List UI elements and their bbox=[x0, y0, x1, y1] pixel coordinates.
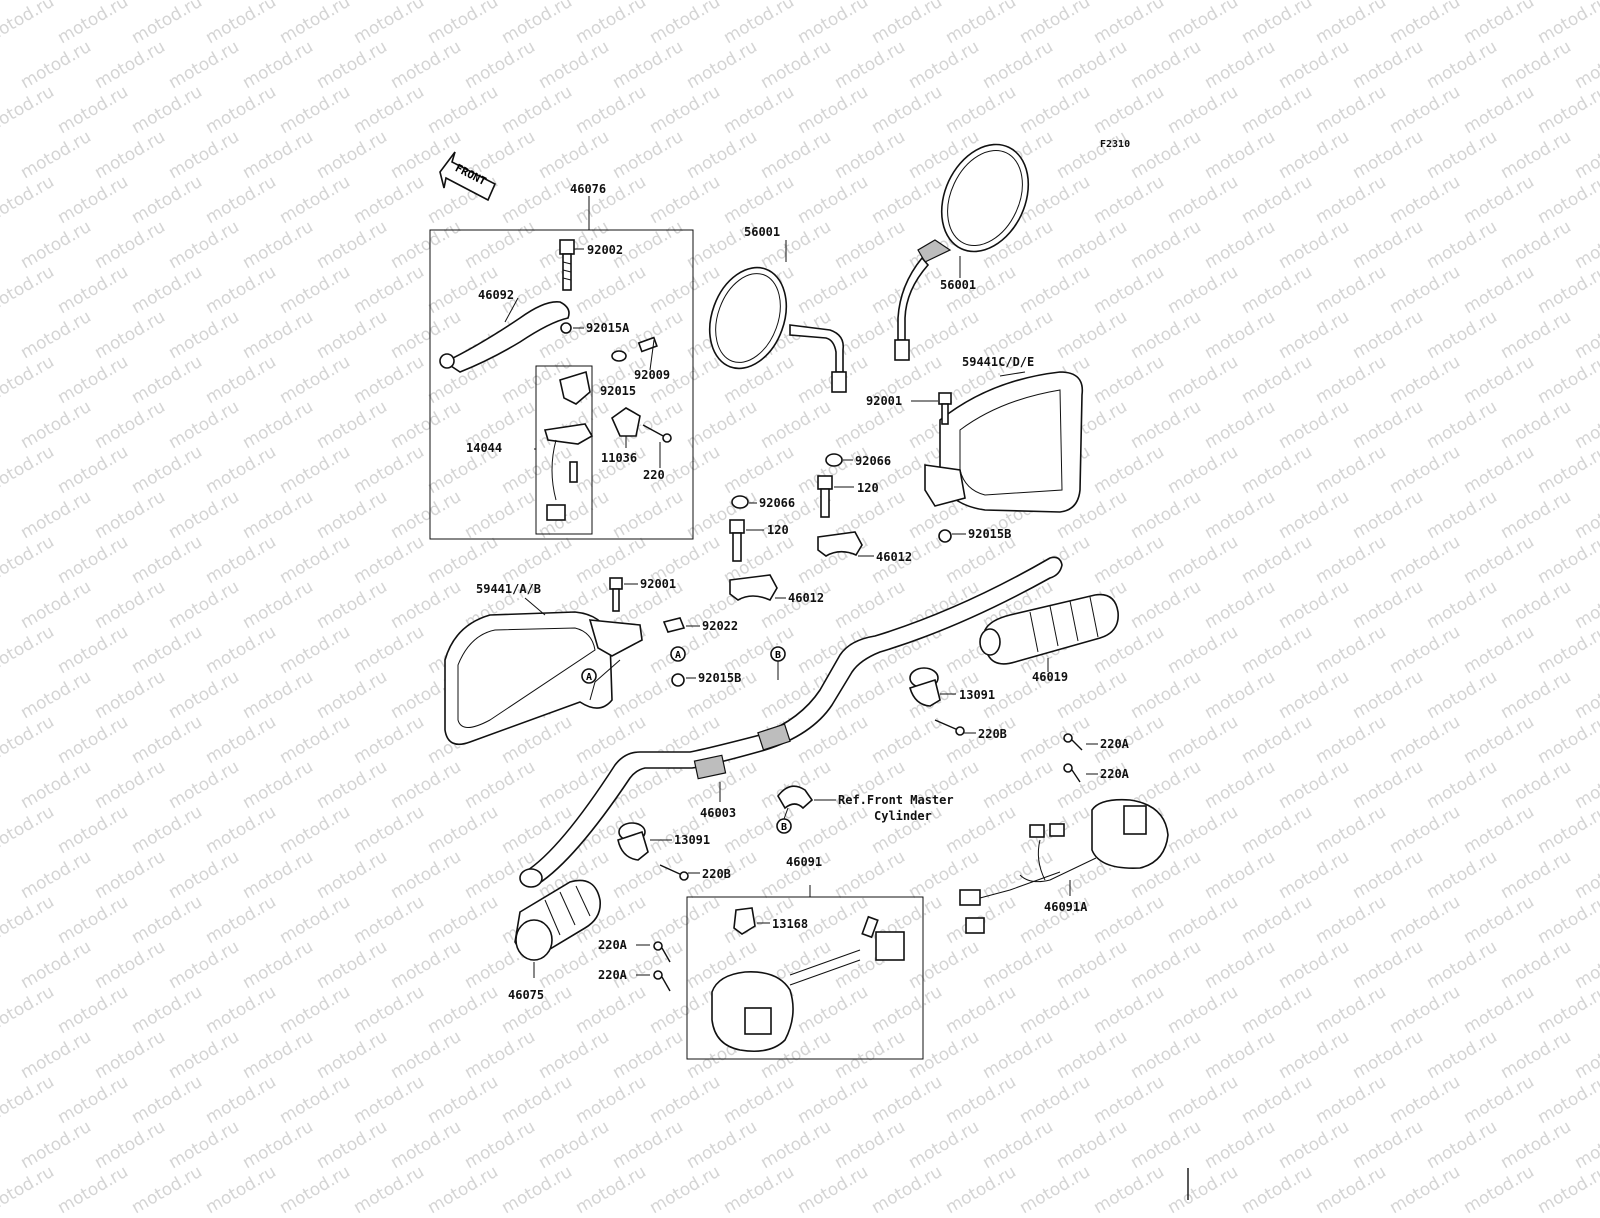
figure-code: F2310 bbox=[1100, 139, 1131, 150]
callout-92001-left: 92001 bbox=[640, 577, 677, 591]
nut-92015B-left bbox=[671, 673, 685, 687]
callout-92022: 92022 bbox=[702, 619, 739, 633]
screw-220A-right-a bbox=[1063, 733, 1098, 751]
bracket-front-master bbox=[777, 785, 814, 810]
mirror-left-56001 bbox=[708, 240, 847, 393]
callout-92001-right: 92001 bbox=[866, 394, 903, 408]
grip-46019 bbox=[979, 593, 1119, 672]
clutch-lever bbox=[439, 297, 570, 373]
callout-46075: 46075 bbox=[508, 988, 545, 1002]
callout-220B-right: 220B bbox=[978, 727, 1007, 741]
front-arrow-icon: FRONT bbox=[439, 151, 497, 202]
grip-46075 bbox=[514, 879, 602, 978]
clip-92022 bbox=[662, 617, 686, 633]
screw-220A-left-b bbox=[636, 970, 671, 992]
screw-92009 bbox=[637, 336, 658, 371]
callout-59441AB: 59441/A/B bbox=[476, 582, 542, 596]
callout-11036: 11036 bbox=[601, 451, 638, 465]
bolt-120-a bbox=[817, 475, 854, 518]
holder-11036 bbox=[611, 407, 641, 437]
nut-92066-a bbox=[825, 453, 843, 467]
callout-92066-a: 92066 bbox=[855, 454, 892, 468]
callout-220A-right-a: 220A bbox=[1100, 737, 1129, 751]
svg-text:A: A bbox=[675, 650, 681, 661]
bolt-120-b bbox=[729, 519, 764, 562]
nut-92066-b bbox=[731, 495, 749, 509]
clip-13168 bbox=[733, 907, 756, 935]
callout-46076: 46076 bbox=[570, 182, 607, 196]
svg-text:B: B bbox=[781, 822, 787, 833]
switch-housing-46091A bbox=[959, 798, 1169, 934]
screw-220B-left bbox=[659, 864, 700, 881]
mirror-right-56001 bbox=[894, 143, 1030, 361]
clamp-46012-a bbox=[817, 531, 863, 557]
callout-92015: 92015 bbox=[600, 384, 637, 398]
ref-marker-A-1: A bbox=[581, 659, 621, 701]
screw-220A-left-a bbox=[636, 941, 671, 963]
callout-ref-front-master: Ref.Front Master bbox=[838, 793, 954, 807]
switch-housing-46091 bbox=[711, 907, 905, 1053]
group-box-46076 bbox=[429, 229, 694, 540]
callout-46092: 46092 bbox=[478, 288, 515, 302]
callout-13091-right: 13091 bbox=[959, 688, 996, 702]
screw-220A-right-b bbox=[1063, 763, 1098, 783]
callout-59441CDE: 59441C/D/E bbox=[962, 355, 1035, 369]
callout-92066-b: 92066 bbox=[759, 496, 796, 510]
group-box-14044 bbox=[535, 365, 593, 535]
svg-text:B: B bbox=[775, 650, 781, 661]
callout-220A-left-b: 220A bbox=[598, 968, 627, 982]
screw-220 bbox=[642, 424, 672, 468]
callout-46003: 46003 bbox=[700, 806, 737, 820]
group-box-46091 bbox=[686, 896, 924, 1060]
washer-92015 bbox=[611, 350, 627, 362]
callout-220A-right-b: 220A bbox=[1100, 767, 1129, 781]
bolt-92001-left bbox=[609, 577, 638, 612]
callout-92015B-left: 92015B bbox=[698, 671, 742, 685]
ref-marker-B-2: B bbox=[776, 807, 792, 834]
callout-120-b: 120 bbox=[767, 523, 789, 537]
callout-46012-a: 46012 bbox=[876, 550, 913, 564]
handguard-right-59441CDE bbox=[924, 371, 1084, 513]
handguard-left-59441AB bbox=[444, 597, 643, 746]
clamp-13091-left bbox=[617, 822, 672, 861]
callout-220: 220 bbox=[643, 468, 665, 482]
callout-220B-left: 220B bbox=[702, 867, 731, 881]
callout-14044: 14044 bbox=[466, 441, 503, 455]
callout-46091A: 46091A bbox=[1044, 900, 1088, 914]
ref-marker-A-2: A bbox=[670, 646, 686, 662]
callout-46019: 46019 bbox=[1032, 670, 1069, 684]
callout-56001-right: 56001 bbox=[940, 278, 977, 292]
callout-92009: 92009 bbox=[634, 368, 671, 382]
callout-220A-left-a: 220A bbox=[598, 938, 627, 952]
bolt-92001-right bbox=[911, 392, 952, 425]
callout-13091-left: 13091 bbox=[674, 833, 711, 847]
callout-46012-b: 46012 bbox=[788, 591, 825, 605]
screw-220B-right bbox=[934, 719, 976, 736]
callout-92015B-right: 92015B bbox=[968, 527, 1012, 541]
callout-92015A: 92015A bbox=[586, 321, 630, 335]
callout-13168: 13168 bbox=[772, 917, 809, 931]
nut-92015A bbox=[560, 322, 572, 334]
callout-92002: 92002 bbox=[587, 243, 624, 257]
callout-56001-left: 56001 bbox=[744, 225, 781, 239]
handlebar-46003 bbox=[519, 556, 1063, 888]
clamp-46012-b bbox=[729, 574, 778, 602]
callout-120-a: 120 bbox=[857, 481, 879, 495]
callout-ref-cylinder: Cylinder bbox=[874, 809, 932, 823]
ref-marker-B-1: B bbox=[770, 646, 786, 680]
bolt-92002 bbox=[559, 239, 584, 291]
clamp-13091-right bbox=[909, 667, 956, 707]
svg-text:A: A bbox=[586, 672, 592, 683]
nut-92015B-right bbox=[938, 529, 952, 543]
callout-46091: 46091 bbox=[786, 855, 823, 869]
clutch-switch-14044 bbox=[543, 370, 594, 521]
